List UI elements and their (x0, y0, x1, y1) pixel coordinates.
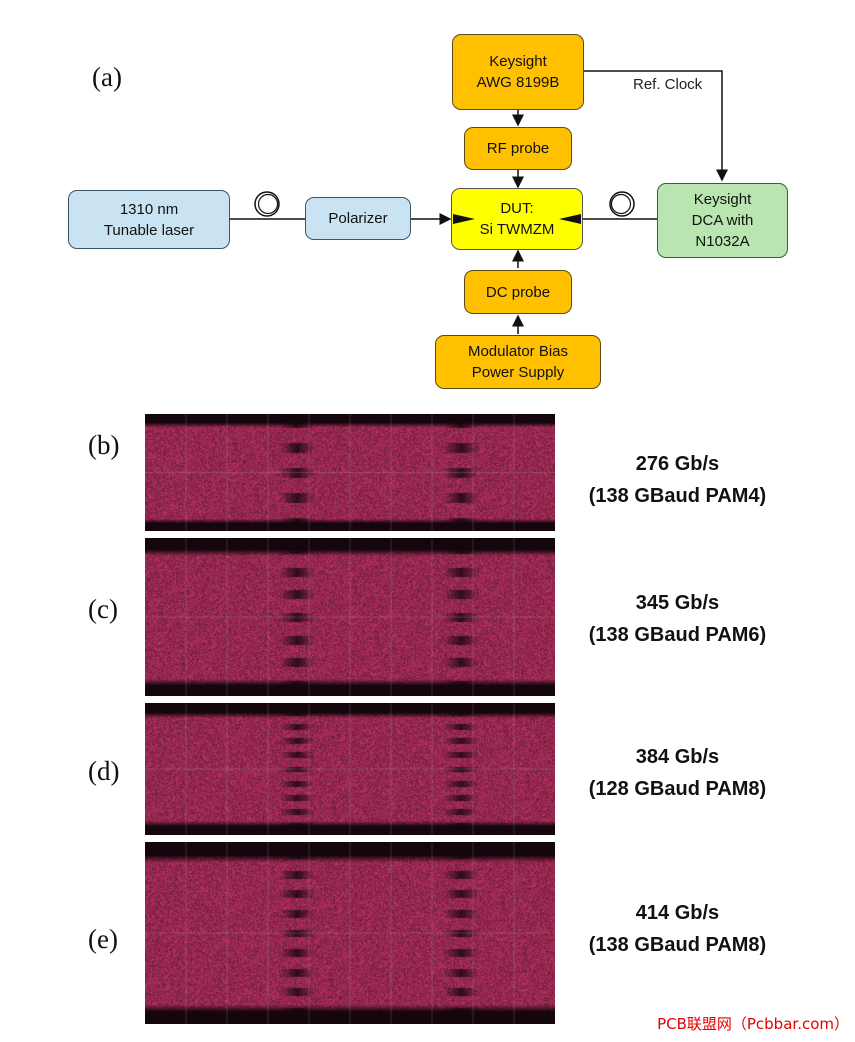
panel-c-label: (c) (88, 594, 118, 624)
ref-clock-label: Ref. Clock (633, 76, 703, 93)
modulation-format-label: (138 GBaud PAM6) (588, 624, 767, 646)
polarizer-box: Polarizer (305, 197, 411, 240)
power-supply-box: Modulator Bias Power Supply (435, 335, 601, 389)
eye-diagram (145, 842, 555, 1024)
dca-box: Keysight DCA with N1032A (657, 183, 788, 258)
panel-e-label: (e) (88, 924, 118, 954)
eye-trace-canvas (145, 414, 555, 531)
modulation-format-label: (138 GBaud PAM4) (588, 485, 767, 507)
eye-trace-canvas (145, 538, 555, 696)
ref-clock-line (583, 70, 728, 182)
bit-rate-label: 345 Gb/s (635, 592, 720, 614)
dut-output-marker-icon (559, 214, 581, 224)
awg-box: Keysight AWG 8199B (452, 34, 584, 110)
eye-trace-canvas (145, 703, 555, 835)
dc-probe-box: DC probe (464, 270, 572, 314)
panel-a-label: (a) (92, 62, 122, 92)
eye-caption: 345 Gb/s (138 GBaud PAM6) (565, 587, 790, 651)
panel-b-label: (b) (88, 430, 120, 460)
eye-caption: 414 Gb/s (138 GBaud PAM8) (565, 897, 790, 961)
bit-rate-label: 384 Gb/s (635, 746, 720, 768)
eye-caption: 384 Gb/s (128 GBaud PAM8) (565, 741, 790, 805)
watermark: PCB联盟网（Pcbbar.com） (657, 1015, 849, 1033)
dut-markers (453, 214, 581, 224)
setup-connections (229, 70, 728, 334)
modulation-format-label: (128 GBaud PAM8) (588, 778, 767, 800)
rf-probe-box: RF probe (464, 127, 572, 170)
eye-diagram (145, 538, 555, 696)
eye-trace-canvas (145, 842, 555, 1024)
bit-rate-label: 276 Gb/s (635, 453, 720, 475)
dut-input-marker-icon (453, 214, 475, 224)
bit-rate-label: 414 Gb/s (635, 902, 720, 924)
laser-box: 1310 nm Tunable laser (68, 190, 230, 249)
eye-diagram (145, 703, 555, 835)
modulation-format-label: (138 GBaud PAM8) (588, 934, 767, 956)
fiber-coil-right-icon (609, 191, 635, 217)
eye-diagram (145, 414, 555, 531)
fiber-coil-left-icon (254, 191, 280, 217)
panel-d-label: (d) (88, 756, 120, 786)
eye-caption: 276 Gb/s (138 GBaud PAM4) (565, 448, 790, 512)
